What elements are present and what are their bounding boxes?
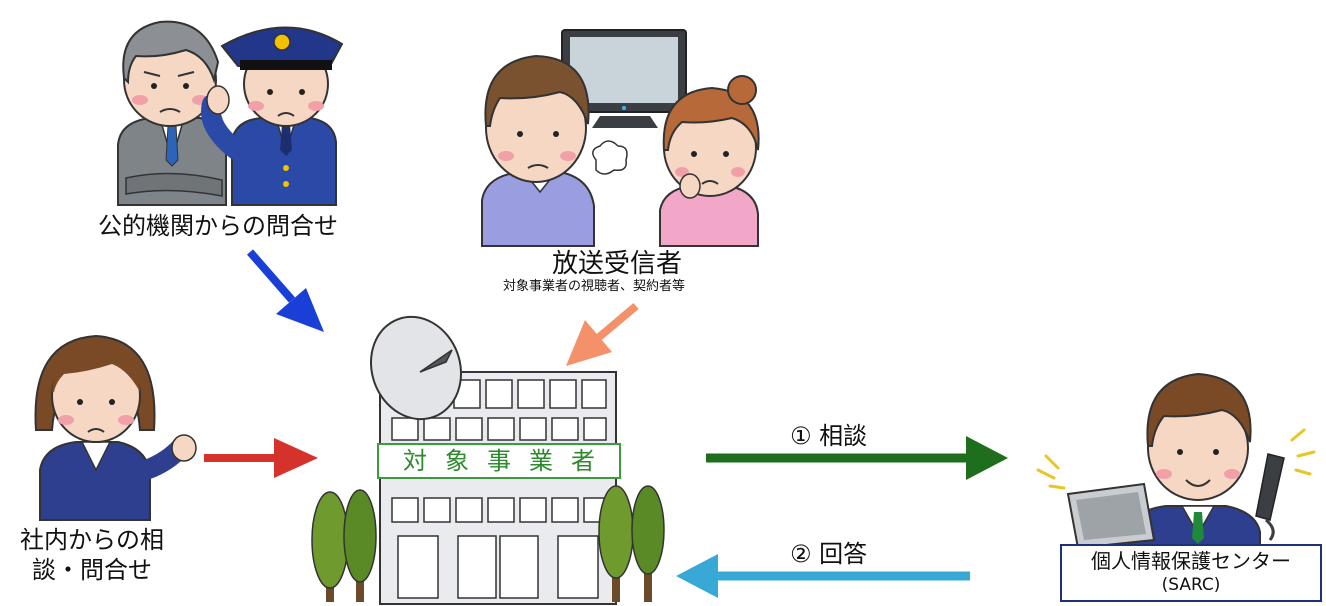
satellite-dish-icon [369, 315, 463, 421]
tree-icon [311, 489, 377, 602]
ringing-lines [1036, 428, 1316, 490]
office-woman-icon [34, 334, 197, 521]
sarc-abbr: (SARC) [1161, 575, 1221, 595]
television-icon [561, 29, 687, 128]
sarc-name: 個人情報保護センター [1091, 549, 1291, 573]
viewer-man-icon [481, 54, 628, 247]
inhouse-inquiry-label: 社内からの相談・問合せ [20, 526, 164, 584]
sarc-label-box: 個人情報保護センター (SARC) [1060, 544, 1322, 602]
viewer-woman-icon [659, 75, 760, 247]
step-answer-label: ② 回答 [790, 540, 868, 568]
official-man-icon [117, 20, 227, 206]
public-inquiry-label: 公的機関からの問合せ [98, 212, 338, 240]
arrow-answer-head [676, 554, 718, 598]
step-consult-label: ① 相談 [790, 422, 868, 450]
telephone-handset-icon [1255, 453, 1285, 541]
tree-icon [598, 485, 665, 602]
broadcast-receivers-label: 放送受信者 [552, 249, 683, 279]
police-officer-icon [201, 26, 344, 206]
operator-man-icon [1127, 372, 1261, 549]
arrow-receivers [595, 302, 639, 342]
laptop-icon [1066, 482, 1156, 550]
arrow-receivers-head [566, 320, 612, 366]
target-business-sign: 対象事業者 [377, 443, 621, 479]
arrow-public [246, 249, 296, 303]
arrow-consult-head [966, 436, 1008, 480]
broadcast-receivers-sublabel: 対象事業者の視聴者、契約者等 [503, 279, 686, 294]
arrow-public-head [276, 288, 324, 332]
arrow-inhouse-head [274, 438, 318, 478]
